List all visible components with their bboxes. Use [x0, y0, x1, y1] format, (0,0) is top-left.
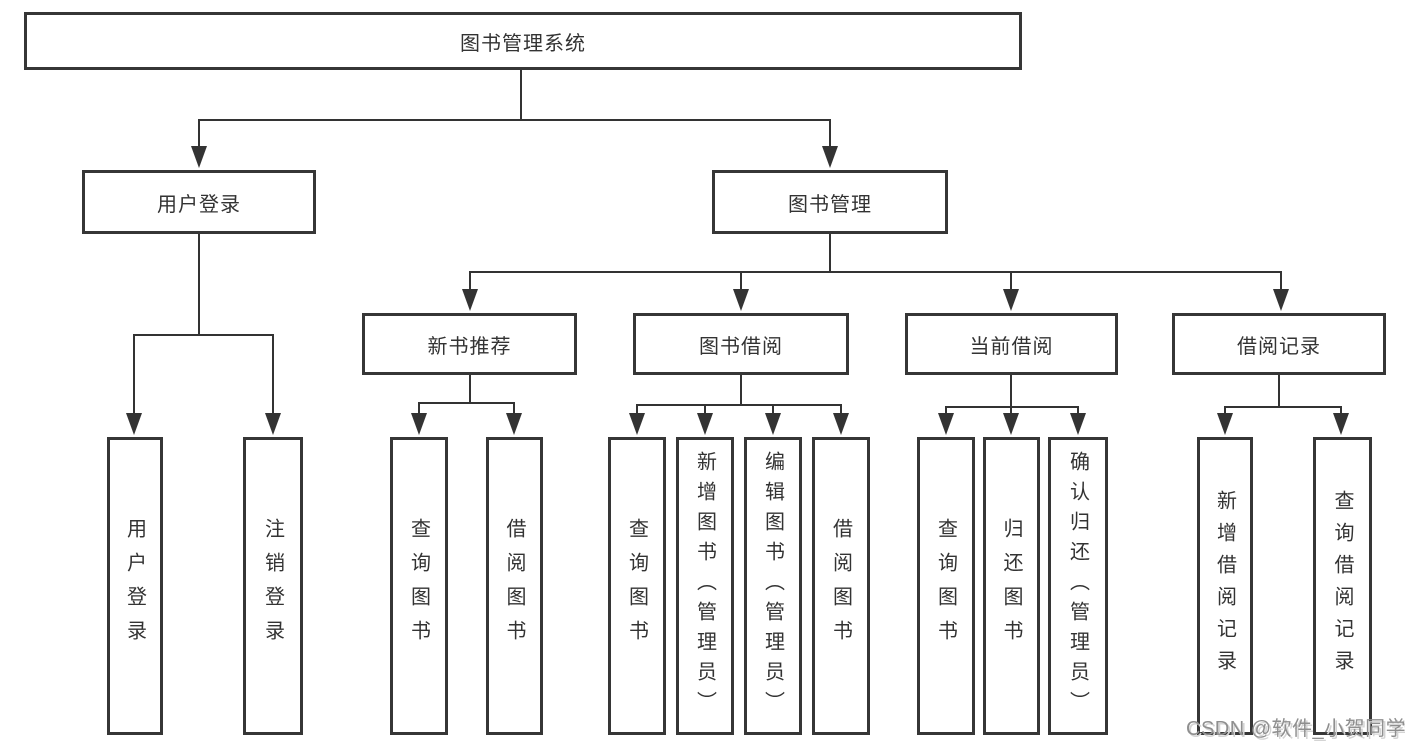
node-label-bb-edit-books-admin: 编辑图书（管理员） — [761, 451, 784, 721]
arrowhead-down-icon — [191, 146, 207, 168]
arrowhead-down-icon — [265, 413, 281, 435]
connector-line-vertical — [840, 405, 842, 415]
node-do-user-login: 用户登录 — [107, 437, 163, 735]
connector-line-vertical — [272, 335, 274, 415]
node-label-book-mgmt: 图书管理 — [788, 193, 872, 216]
connector-line-vertical — [636, 405, 638, 415]
node-bb-add-books-admin: 新增图书（管理员） — [676, 437, 734, 735]
connector-line-horizontal — [636, 404, 842, 406]
node-label-bb-query-books: 查询图书 — [625, 518, 648, 654]
node-borrowing-records: 借阅记录 — [1172, 313, 1386, 375]
arrowhead-down-icon — [506, 413, 522, 435]
arrowhead-down-icon — [1273, 289, 1289, 311]
arrowhead-down-icon — [462, 289, 478, 311]
csdn-watermark: CSDN @软件_小贺同学 — [1186, 718, 1405, 740]
arrowhead-down-icon — [126, 413, 142, 435]
node-label-root: 图书管理系统 — [460, 32, 586, 55]
node-book-borrowing: 图书借阅 — [633, 313, 849, 375]
node-new-book-recommend: 新书推荐 — [362, 313, 577, 375]
connector-line-vertical — [469, 272, 471, 291]
arrowhead-down-icon — [697, 413, 713, 435]
node-br-query-borrow-record: 查询借阅记录 — [1313, 437, 1372, 735]
connector-line-vertical — [740, 375, 742, 405]
node-label-cb-return-books: 归还图书 — [1000, 518, 1022, 654]
node-cb-confirm-return-admin: 确认归还（管理员） — [1048, 437, 1108, 735]
node-bb-query-books: 查询图书 — [608, 437, 666, 735]
connector-line-vertical — [1340, 407, 1342, 415]
arrowhead-down-icon — [822, 146, 838, 168]
arrowhead-down-icon — [1070, 413, 1086, 435]
connector-line-vertical — [1278, 375, 1280, 407]
arrowhead-down-icon — [1217, 413, 1233, 435]
connector-line-horizontal — [418, 402, 515, 404]
connector-line-horizontal — [133, 334, 274, 336]
connector-line-vertical — [198, 234, 200, 335]
arrowhead-down-icon — [833, 413, 849, 435]
connector-line-vertical — [198, 120, 200, 148]
connector-line-vertical — [520, 70, 522, 120]
node-book-mgmt: 图书管理 — [712, 170, 948, 234]
connector-line-vertical — [1010, 272, 1012, 291]
node-label-br-query-borrow-record: 查询借阅记录 — [1331, 490, 1353, 682]
node-root: 图书管理系统 — [24, 12, 1022, 70]
node-label-bb-borrow-books: 借阅图书 — [829, 518, 852, 654]
node-label-do-user-login: 用户登录 — [123, 518, 146, 654]
connector-line-vertical — [1280, 272, 1282, 291]
connector-line-vertical — [513, 403, 515, 415]
node-label-current-borrowing: 当前借阅 — [969, 335, 1054, 358]
node-label-br-add-borrow-record: 新增借阅记录 — [1213, 490, 1236, 682]
node-label-bb-add-books-admin: 新增图书（管理员） — [693, 451, 716, 721]
node-user-login: 用户登录 — [82, 170, 316, 234]
arrowhead-down-icon — [1003, 289, 1019, 311]
connector-line-horizontal — [469, 271, 1282, 273]
connector-line-horizontal — [198, 119, 831, 121]
connector-line-horizontal — [945, 406, 1079, 408]
connector-line-horizontal — [1224, 406, 1342, 408]
connector-line-vertical — [772, 405, 774, 415]
arrowhead-down-icon — [938, 413, 954, 435]
node-label-borrowing-records: 借阅记录 — [1237, 335, 1321, 358]
connector-line-vertical — [1224, 407, 1226, 415]
node-label-user-login: 用户登录 — [157, 193, 241, 216]
connector-line-vertical — [945, 407, 947, 415]
arrowhead-down-icon — [411, 413, 427, 435]
node-bb-borrow-books: 借阅图书 — [812, 437, 870, 735]
connector-line-vertical — [469, 375, 471, 403]
arrowhead-down-icon — [1003, 413, 1019, 435]
arrowhead-down-icon — [1333, 413, 1349, 435]
node-label-book-borrowing: 图书借阅 — [699, 335, 783, 358]
connector-line-vertical — [740, 272, 742, 291]
node-label-nbr-query-books: 查询图书 — [407, 518, 430, 654]
node-bb-edit-books-admin: 编辑图书（管理员） — [744, 437, 802, 735]
arrowhead-down-icon — [629, 413, 645, 435]
arrowhead-down-icon — [765, 413, 781, 435]
node-cb-return-books: 归还图书 — [983, 437, 1040, 735]
connector-line-vertical — [704, 405, 706, 415]
node-nbr-query-books: 查询图书 — [390, 437, 448, 735]
node-current-borrowing: 当前借阅 — [905, 313, 1118, 375]
node-nbr-borrow-books: 借阅图书 — [486, 437, 543, 735]
node-cb-query-books: 查询图书 — [917, 437, 975, 735]
node-label-cb-query-books: 查询图书 — [934, 518, 957, 654]
connector-line-vertical — [418, 403, 420, 415]
node-label-cb-confirm-return-admin: 确认归还（管理员） — [1066, 451, 1089, 721]
node-br-add-borrow-record: 新增借阅记录 — [1197, 437, 1253, 735]
node-label-logout: 注销登录 — [261, 518, 284, 654]
node-label-new-book-recommend: 新书推荐 — [427, 335, 512, 358]
connector-line-vertical — [1010, 407, 1012, 415]
connector-line-vertical — [829, 120, 831, 148]
connector-line-vertical — [829, 234, 831, 272]
node-label-nbr-borrow-books: 借阅图书 — [503, 518, 525, 654]
connector-line-vertical — [1077, 407, 1079, 415]
connector-line-vertical — [1010, 375, 1012, 407]
arrowhead-down-icon — [733, 289, 749, 311]
node-logout: 注销登录 — [243, 437, 303, 735]
connector-line-vertical — [133, 335, 135, 415]
